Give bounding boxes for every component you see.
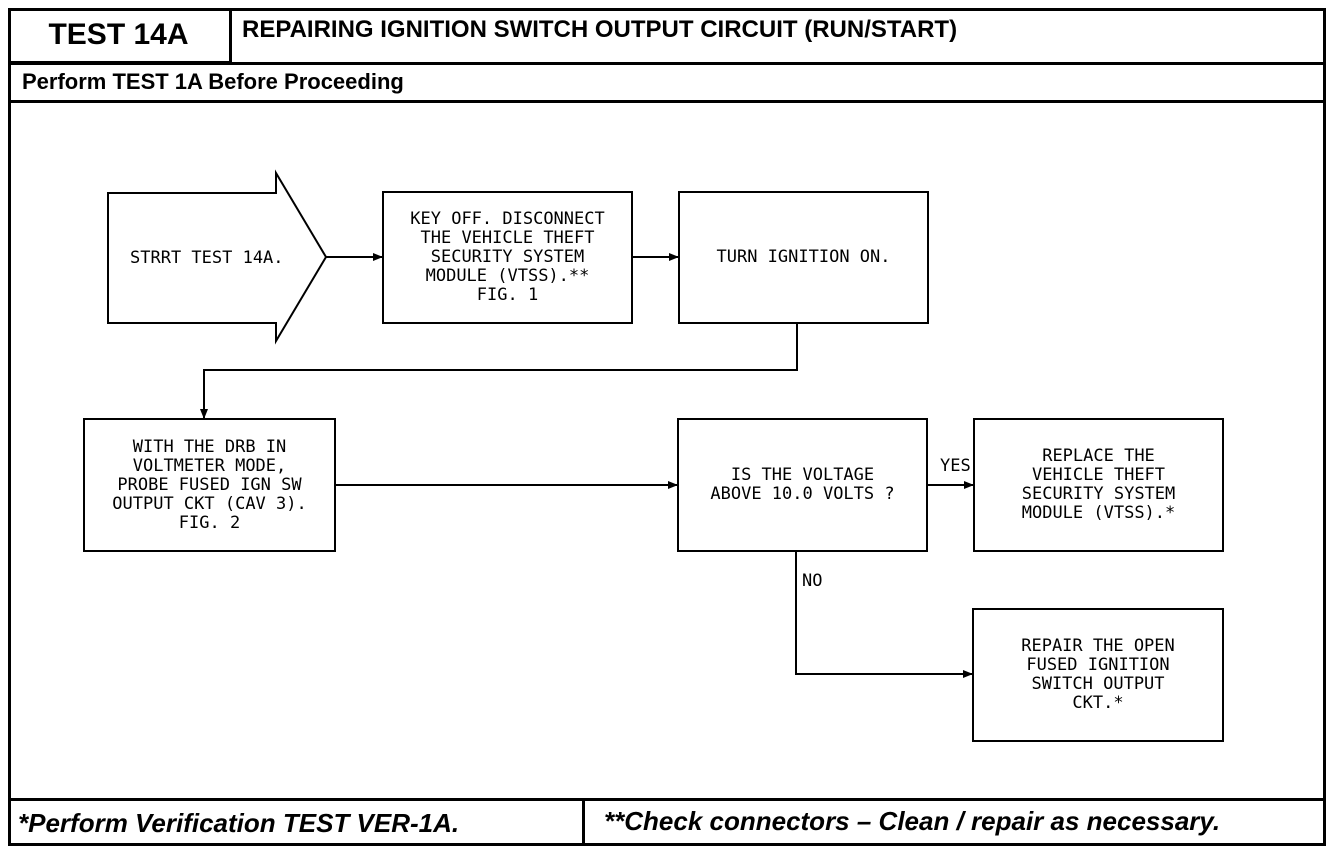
step-ignition-on-box: TURN IGNITION ON. (678, 191, 929, 324)
step-probe-box: WITH THE DRB IN VOLTMETER MODE, PROBE FU… (83, 418, 336, 552)
yes-label: YES (940, 456, 971, 476)
action-replace-box: REPLACE THE VEHICLE THEFT SECURITY SYSTE… (973, 418, 1224, 552)
action-repair-box: REPAIR THE OPEN FUSED IGNITION SWITCH OU… (972, 608, 1224, 742)
header-divider (8, 62, 1326, 65)
diagram-frame (8, 8, 1326, 846)
footer-connector-note: **Check connectors – Clean / repair as n… (604, 806, 1221, 836)
start-test-label: STRRT TEST 14A. (130, 247, 284, 268)
step-key-off-box: KEY OFF. DISCONNECT THE VEHICLE THEFT SE… (382, 191, 633, 324)
action-repair-text: REPAIR THE OPEN FUSED IGNITION SWITCH OU… (1021, 636, 1175, 713)
footer-verification-note: *Perform Verification TEST VER-1A. (18, 808, 460, 838)
footer-column-divider (582, 798, 585, 846)
step-ignition-on-text: TURN IGNITION ON. (716, 247, 891, 267)
decision-voltage-box: IS THE VOLTAGE ABOVE 10.0 VOLTS ? (677, 418, 928, 552)
connector-step2-step3 (200, 323, 798, 419)
subheader-divider (8, 100, 1326, 103)
footer-divider (8, 798, 1326, 801)
action-replace-text: REPLACE THE VEHICLE THEFT SECURITY SYSTE… (1021, 446, 1176, 523)
test-title: REPAIRING IGNITION SWITCH OUTPUT CIRCUIT… (242, 16, 958, 43)
start-arrow-shape (107, 169, 328, 345)
decision-voltage-text: IS THE VOLTAGE ABOVE 10.0 VOLTS ? (710, 465, 895, 504)
step-key-off-text: KEY OFF. DISCONNECT THE VEHICLE THEFT SE… (410, 209, 605, 305)
no-label: NO (802, 571, 823, 591)
connector-no (795, 551, 973, 678)
prerequisite-note: Perform TEST 1A Before Proceeding (22, 69, 404, 94)
step-probe-text: WITH THE DRB IN VOLTMETER MODE, PROBE FU… (112, 436, 307, 533)
